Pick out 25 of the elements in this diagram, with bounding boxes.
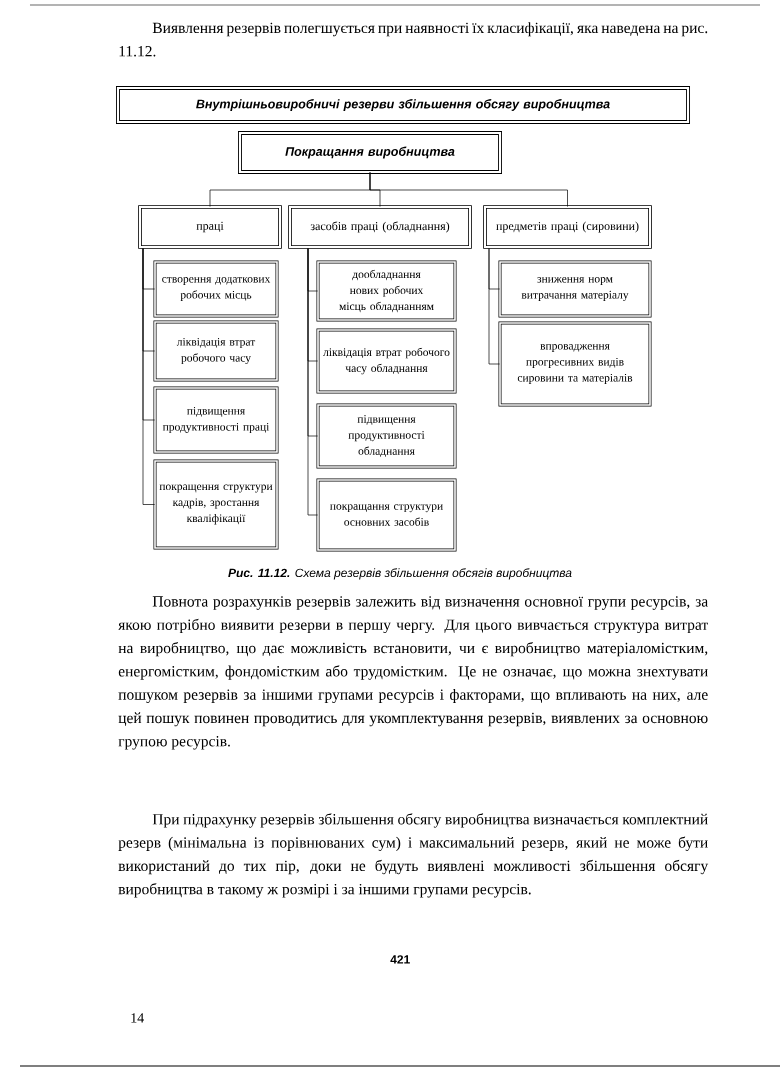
- factor-box: створення додаткових робочих місць: [153, 260, 279, 318]
- connector-line: [488, 248, 500, 365]
- paragraph: Виявлення резервів полегшується при наявності їх класифікації, яка наведена на рис. 11.12.: [119, 22, 708, 57]
- factor-box: підвищення продуктивності праці: [153, 386, 279, 454]
- page-number: 421: [390, 955, 410, 964]
- connector-line: [307, 248, 318, 516]
- factor-box: ліквідація втрат робочого часу обладнання: [316, 328, 457, 394]
- factor-box: зниження норм витрачання матеріалу: [498, 260, 652, 318]
- factor-box: впровадження прогресивних видів сировини та матеріалів: [498, 321, 652, 407]
- caption: Рис. 11.12. Схема резервів збільшення обсягів виробництва: [228, 568, 572, 580]
- connector-line: [142, 248, 155, 505]
- paragraph: Повнота розрахунків резервів залежить від визначення основної групи ресурсів, за якою потрібно виявити резерви в першу чергу. Для цього вивчається структура витрат на виробництво, що дає можливість встановити, чи є виробництво матеріаломістким, енергомістким, фондомістким або трудомістким. Це не означає, що можна знехтувати пошуком резервів за іншими групами ресурсів і факторами, що впливають на них, але цей пошук повинен проводитись для укомплектування резервів, виявлених за основною групою ресурсів.: [118, 596, 708, 750]
- category-box: засобів праці (обладнання): [288, 205, 472, 249]
- factor-box: покращання структури основних засобів: [316, 478, 457, 552]
- paragraph: При підрахунку резервів збільшення обсягу виробництва визначається комплектний резерв (мінімальна із порівнюваних сум) і максимальний резерв, який не може бути використаний до тих пір, доки не будуть виявлені можливості збільшення обсягу виробництва в такому ж розмірі і за іншими групами ресурсів.: [118, 813, 709, 898]
- factor-box: ліквідація втрат робочого часу: [153, 320, 279, 382]
- heading-box: Покращання виробництва: [238, 131, 502, 174]
- heading-box: Внутрішньовиробничі резерви збільшення обсягу виробництва: [116, 86, 690, 124]
- factor-box: покращення структури кадрів, зростання кваліфікації: [153, 459, 279, 550]
- factor-box: підвищення продуктивності обладнання: [316, 403, 457, 469]
- page-number: 14: [131, 1013, 144, 1023]
- category-box: предметів праці (сировини): [483, 205, 652, 249]
- connector-line: [369, 172, 568, 207]
- factor-box: дообладнання нових робочих місць обладнанням: [316, 260, 457, 322]
- category-box: праці: [138, 205, 282, 249]
